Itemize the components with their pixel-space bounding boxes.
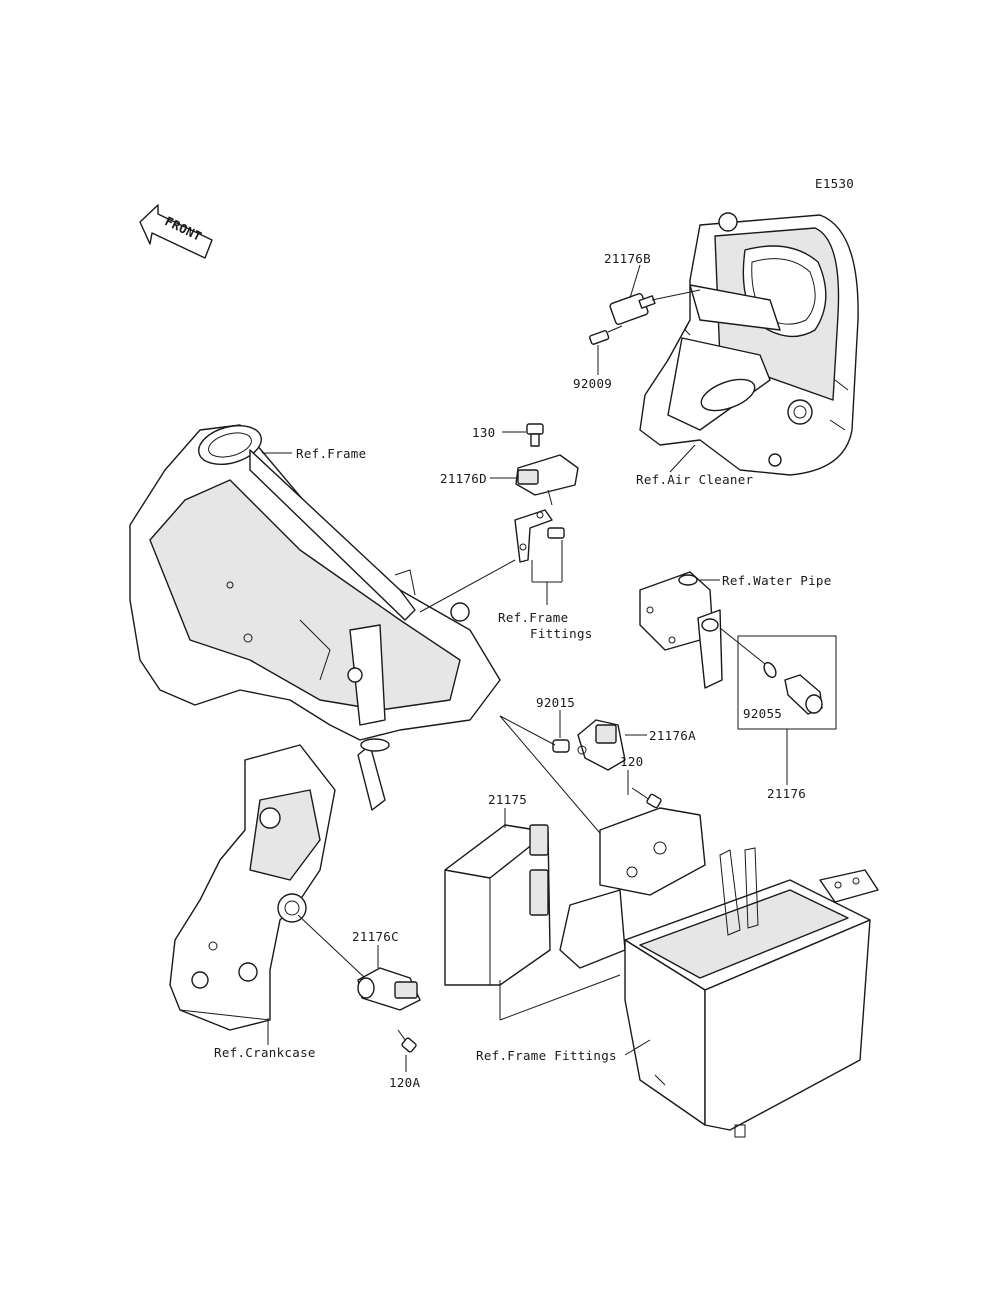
label-ref-frame-fittings-1: Ref.Frame: [498, 610, 568, 625]
screw-92009: [589, 325, 623, 345]
sensor-21176B: [609, 289, 701, 326]
sensor-21176: [784, 674, 823, 715]
label-92015: 92015: [536, 695, 575, 710]
front-arrow-icon: FRONT: [139, 204, 213, 259]
label-120A: 120A: [389, 1075, 420, 1090]
label-ref-frame-fittings-bottom: Ref.Frame Fittings: [476, 1048, 617, 1063]
label-21175: 21175: [488, 792, 527, 807]
o-ring-92055: [763, 661, 777, 679]
label-21176: 21176: [767, 786, 806, 801]
air-cleaner-housing: [639, 212, 859, 476]
label-130: 130: [472, 425, 495, 440]
label-21176B: 21176B: [604, 251, 651, 266]
water-pipe: [639, 571, 723, 689]
label-92009: 92009: [573, 376, 612, 391]
label-ref-water-pipe: Ref.Water Pipe: [722, 573, 832, 588]
collar-92015: [552, 739, 570, 753]
battery-case: [559, 807, 879, 1138]
label-21176A: 21176A: [649, 728, 696, 743]
sensor-21176D: [515, 454, 579, 506]
sensor-21176A: [577, 719, 626, 771]
sensor-bracket: [514, 509, 565, 563]
main-frame: [129, 424, 501, 811]
label-120: 120: [620, 754, 643, 769]
label-ref-crankcase: Ref.Crankcase: [214, 1045, 316, 1060]
bolt-120A: [397, 1029, 417, 1053]
label-92055: 92055: [743, 706, 782, 721]
label-ref-air-cleaner: Ref.Air Cleaner: [636, 472, 754, 487]
bolt-130: [526, 423, 544, 447]
label-ref-frame-fittings-2: Fittings: [530, 626, 593, 641]
label-21176D: 21176D: [440, 471, 487, 486]
crankcase: [169, 744, 336, 1031]
bolt-120: [631, 787, 662, 809]
ecu-21175: [444, 824, 551, 986]
label-ref-frame: Ref.Frame: [296, 446, 366, 461]
sensor-21176C: [357, 967, 421, 1011]
diagram-code: E1530: [815, 176, 854, 191]
label-21176C: 21176C: [352, 929, 399, 944]
